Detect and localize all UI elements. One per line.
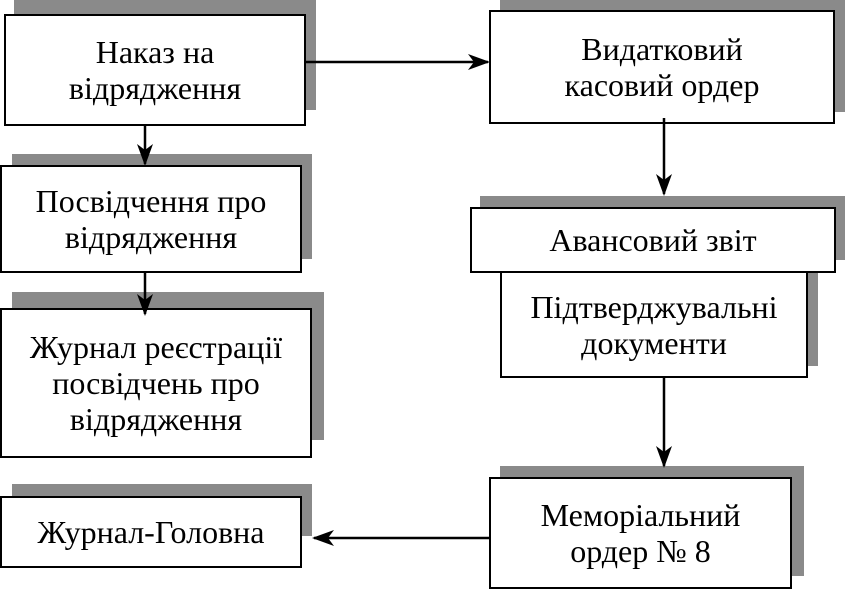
expense-cash-order-box: Видатковий касовий ордер	[489, 10, 835, 124]
supporting-docs-line2: документи	[581, 324, 727, 361]
supporting-docs-line1: Підтверджувальні	[530, 288, 778, 325]
order-travel-box: Наказ на відрядження	[4, 14, 306, 126]
cert-register-line2: посвідчень про	[52, 365, 260, 401]
travel-certificate-line2: відрядження	[64, 219, 238, 255]
memorial-order-line2: ордер № 8	[570, 533, 711, 569]
advance-report-line1: Авансовий звіт	[549, 222, 757, 258]
cert-register-box: Журнал реєстрації посвідчень про відрядж…	[0, 308, 312, 458]
supporting-docs-box: Підтверджувальні документи	[500, 271, 808, 378]
expense-cash-order-line1: Видатковий	[581, 31, 743, 67]
travel-certificate-box: Посвідчення про відрядження	[0, 165, 302, 273]
cert-register-line1: Журнал реєстрації	[29, 329, 283, 365]
memorial-order-line1: Меморіальний	[540, 497, 741, 533]
journal-ledger-box: Журнал-Головна	[0, 496, 302, 568]
journal-ledger-line1: Журнал-Головна	[37, 514, 265, 550]
travel-certificate-line1: Посвідчення про	[35, 183, 267, 219]
cert-register-line3: відрядження	[69, 401, 243, 437]
memorial-order-box: Меморіальний ордер № 8	[489, 477, 792, 589]
order-travel-line1: Наказ на	[95, 34, 215, 70]
order-travel-line2: відрядження	[68, 70, 242, 106]
advance-report-box: Авансовий звіт	[470, 207, 836, 273]
expense-cash-order-line2: касовий ордер	[564, 67, 760, 103]
